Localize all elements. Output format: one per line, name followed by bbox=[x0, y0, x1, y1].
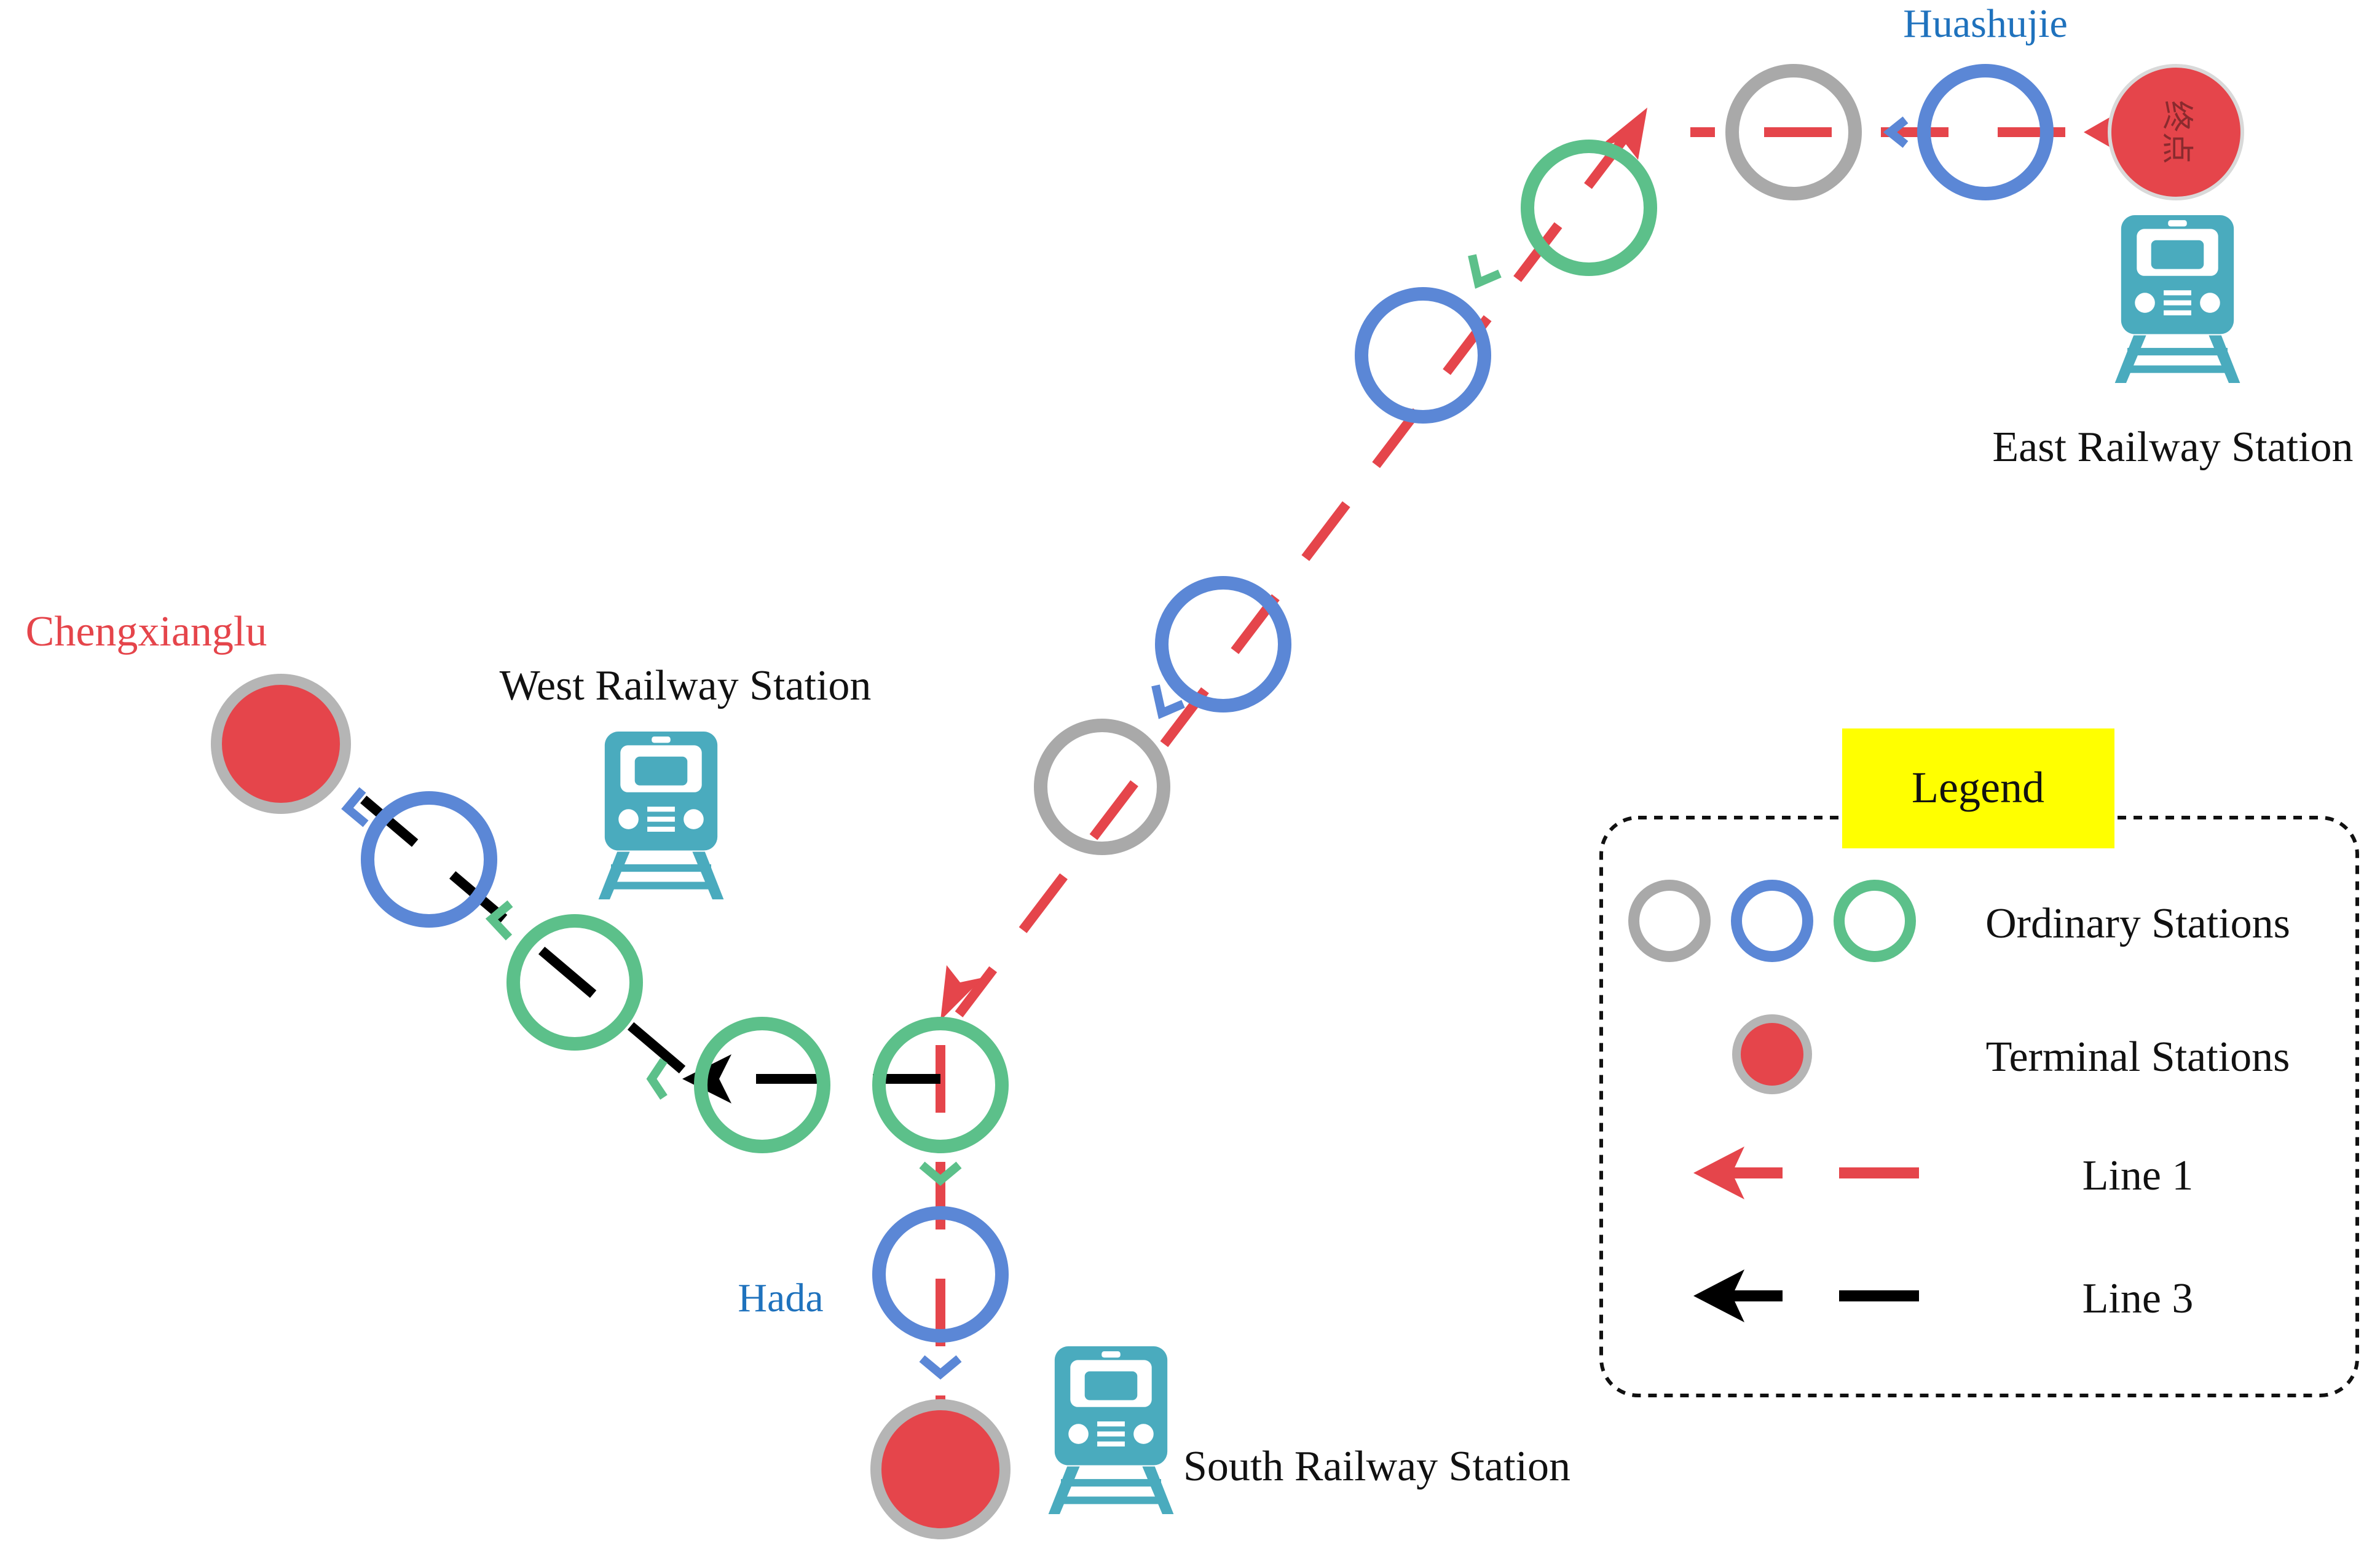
terminal-chengxianglu bbox=[211, 674, 351, 814]
legend-ring-green-icon bbox=[1834, 880, 1916, 962]
direction-chevrons bbox=[341, 116, 1909, 1380]
station-label-south-railway: South Railway Station bbox=[1183, 1443, 1570, 1490]
legend-line3-arrow-icon bbox=[1693, 1269, 1744, 1322]
terminal-east: 终点 bbox=[2108, 64, 2244, 200]
station-gray-ring bbox=[1725, 64, 1862, 200]
legend-ordinary-stations: Ordinary Stations bbox=[1985, 900, 2290, 947]
station-green-ring-transfer bbox=[872, 1017, 1009, 1153]
terminal-south bbox=[870, 1399, 1011, 1539]
chevron-green-upper bbox=[1468, 254, 1502, 289]
train-icon bbox=[598, 732, 724, 899]
line1-arrow-bend bbox=[1598, 108, 1647, 160]
legend-ring-gray-icon bbox=[1628, 880, 1711, 962]
ordinary-stations bbox=[361, 64, 2054, 1343]
station-label-hada: Hada bbox=[738, 1276, 823, 1320]
station-gray-ring bbox=[1034, 719, 1170, 855]
legend-terminal-stations: Terminal Stations bbox=[1986, 1033, 2290, 1081]
chevron-green-line3a bbox=[646, 1058, 668, 1100]
chevron-blue-south bbox=[919, 1355, 962, 1380]
legend-ring-blue-icon bbox=[1731, 880, 1813, 962]
chevron-blue-line3 bbox=[341, 787, 369, 827]
terminal-sign-icon: 终点 bbox=[2159, 100, 2194, 164]
station-green-ring bbox=[1521, 140, 1657, 276]
station-label-west-railway: West Railway Station bbox=[500, 662, 872, 709]
train-icon bbox=[2114, 215, 2240, 383]
chevron-green-line3b bbox=[485, 900, 513, 941]
station-label-huashujie: Huashujie bbox=[1903, 1, 2068, 46]
station-green-ring bbox=[506, 914, 643, 1051]
line1-path bbox=[936, 127, 2182, 1463]
station-label-chengxianglu: Chengxianglu bbox=[26, 608, 267, 655]
station-blue-ring bbox=[361, 791, 497, 928]
line1-arrow-transfer bbox=[940, 965, 983, 1020]
station-green-ring bbox=[694, 1017, 830, 1153]
legend-line3: Line 3 bbox=[2082, 1275, 2194, 1322]
legend-line1-arrow-icon bbox=[1693, 1146, 1744, 1199]
terminal-sign-text: 终点 bbox=[2159, 100, 2194, 164]
station-label-east-railway: East Railway Station bbox=[1992, 424, 2353, 471]
legend-line1: Line 1 bbox=[2082, 1152, 2194, 1199]
chevron-blue-huashujie bbox=[1883, 116, 1909, 148]
legend: Legend Ordinary Stations Terminal Statio… bbox=[1599, 728, 2359, 1397]
station-blue-ring bbox=[1155, 576, 1291, 712]
legend-terminal-icon bbox=[1732, 1014, 1812, 1094]
station-blue-ring bbox=[1355, 287, 1491, 424]
station-blue-ring-huashujie bbox=[1917, 64, 2054, 200]
legend-title-bg bbox=[1842, 728, 2114, 848]
train-icon bbox=[1048, 1346, 1174, 1514]
terminal-stations: 终点 bbox=[211, 64, 2244, 1539]
station-blue-ring-hada bbox=[872, 1206, 1009, 1343]
chevron-green-hada bbox=[919, 1161, 962, 1186]
legend-title: Legend bbox=[1912, 763, 2044, 812]
chevron-blue-mid bbox=[1151, 684, 1185, 719]
